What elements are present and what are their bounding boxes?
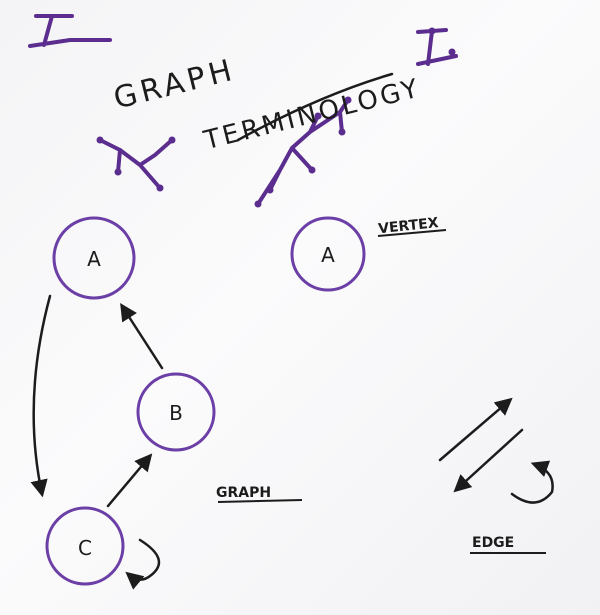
edge-examples: [438, 397, 554, 504]
doodle-i-right: [416, 28, 458, 66]
title-graph: GRAPH: [110, 53, 239, 117]
edge-label: EDGE: [472, 535, 514, 551]
graph-label-underline: [217, 499, 303, 503]
edge-c-to-b: [106, 453, 153, 508]
title-underline: [236, 72, 394, 142]
edge-example-loop: [510, 460, 554, 504]
graph-label: GRAPH: [216, 485, 271, 501]
doodle-tree-right: [256, 98, 350, 206]
graph-node-a: A: [52, 216, 136, 300]
doodle-tree-left: [98, 138, 174, 190]
graph-node-b: B: [136, 372, 216, 452]
graph-node-c: C: [45, 506, 125, 586]
edge-c-self-loop: [125, 538, 161, 590]
node-label-c: C: [78, 536, 92, 560]
doodle-dots: [96, 27, 456, 208]
edge-example-up: [438, 397, 513, 462]
edge-example-down: [453, 428, 524, 493]
edge-a-to-c: [30, 294, 52, 498]
node-label-b: B: [169, 401, 183, 425]
doodle-i-left: [28, 14, 112, 48]
edge-b-to-a: [120, 303, 164, 370]
vertex-example-node: A: [290, 216, 366, 292]
purple-doodles: [28, 14, 458, 206]
vertex-label-underline: [377, 229, 447, 237]
vertex-node-label: A: [321, 243, 335, 267]
node-label-a: A: [87, 247, 101, 271]
graph-edges: [30, 294, 164, 590]
